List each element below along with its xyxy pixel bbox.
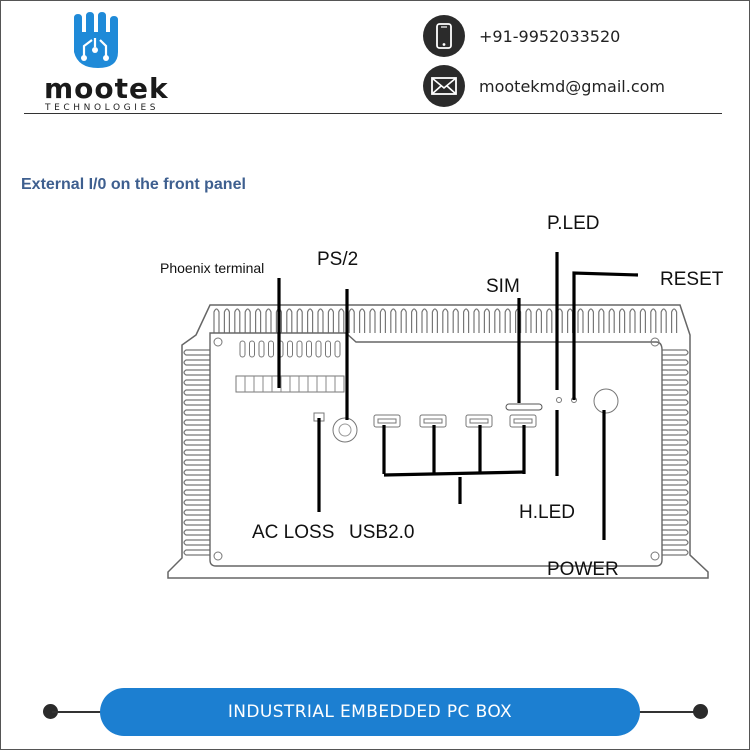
- banner-dot-left: [43, 704, 58, 719]
- banner-line-right: [636, 711, 702, 713]
- label-reset: RESET: [660, 269, 724, 290]
- screw-bottom-left: [213, 551, 223, 561]
- brand-logo: mootek TECHNOLOGIES: [38, 10, 169, 113]
- section-title: External I/0 on the front panel: [21, 176, 246, 193]
- heat-fins-top: [213, 308, 678, 333]
- brand-tagline: TECHNOLOGIES: [45, 103, 160, 113]
- pled-indicator: [556, 397, 562, 403]
- label-hled: H.LED: [519, 502, 575, 523]
- circuit-hand-icon: [74, 12, 118, 68]
- vent-slots: [239, 340, 341, 358]
- heat-fins-left: [183, 349, 210, 556]
- envelope-icon: [423, 65, 465, 107]
- ps2-port: [332, 417, 358, 443]
- phone-number[interactable]: +91-9952033520: [479, 26, 621, 46]
- phone-contact[interactable]: +91-9952033520: [423, 15, 620, 57]
- email-contact[interactable]: mootekmd@gmail.com: [423, 65, 665, 107]
- sim-slot: [505, 403, 543, 411]
- label-power: POWER: [547, 559, 619, 580]
- banner-dot-right: [693, 704, 708, 719]
- label-sim: SIM: [486, 276, 520, 297]
- label-pled: P.LED: [547, 213, 599, 234]
- front-panel-diagram: Phoenix terminal PS/2 SIM P.LED RESET AC…: [160, 213, 724, 580]
- label-ac-loss: AC LOSS: [252, 522, 334, 543]
- product-banner: INDUSTRIAL EMBEDDED PC BOX: [100, 688, 640, 736]
- label-usb: USB2.0: [349, 522, 414, 543]
- screw-bottom-right: [650, 551, 660, 561]
- mobile-phone-icon: [423, 15, 465, 57]
- email-address[interactable]: mootekmd@gmail.com: [479, 76, 665, 96]
- label-ps2: PS/2: [317, 249, 358, 270]
- power-button: [593, 388, 619, 414]
- callout-lines: [277, 252, 639, 540]
- screw-top-right: [650, 337, 660, 347]
- screw-top-left: [213, 337, 223, 347]
- header-divider: [24, 113, 722, 114]
- label-phoenix-terminal: Phoenix terminal: [160, 260, 264, 276]
- banner-line-left: [52, 711, 104, 713]
- heat-fins-right: [662, 349, 689, 556]
- brand-name: mootek: [44, 72, 169, 105]
